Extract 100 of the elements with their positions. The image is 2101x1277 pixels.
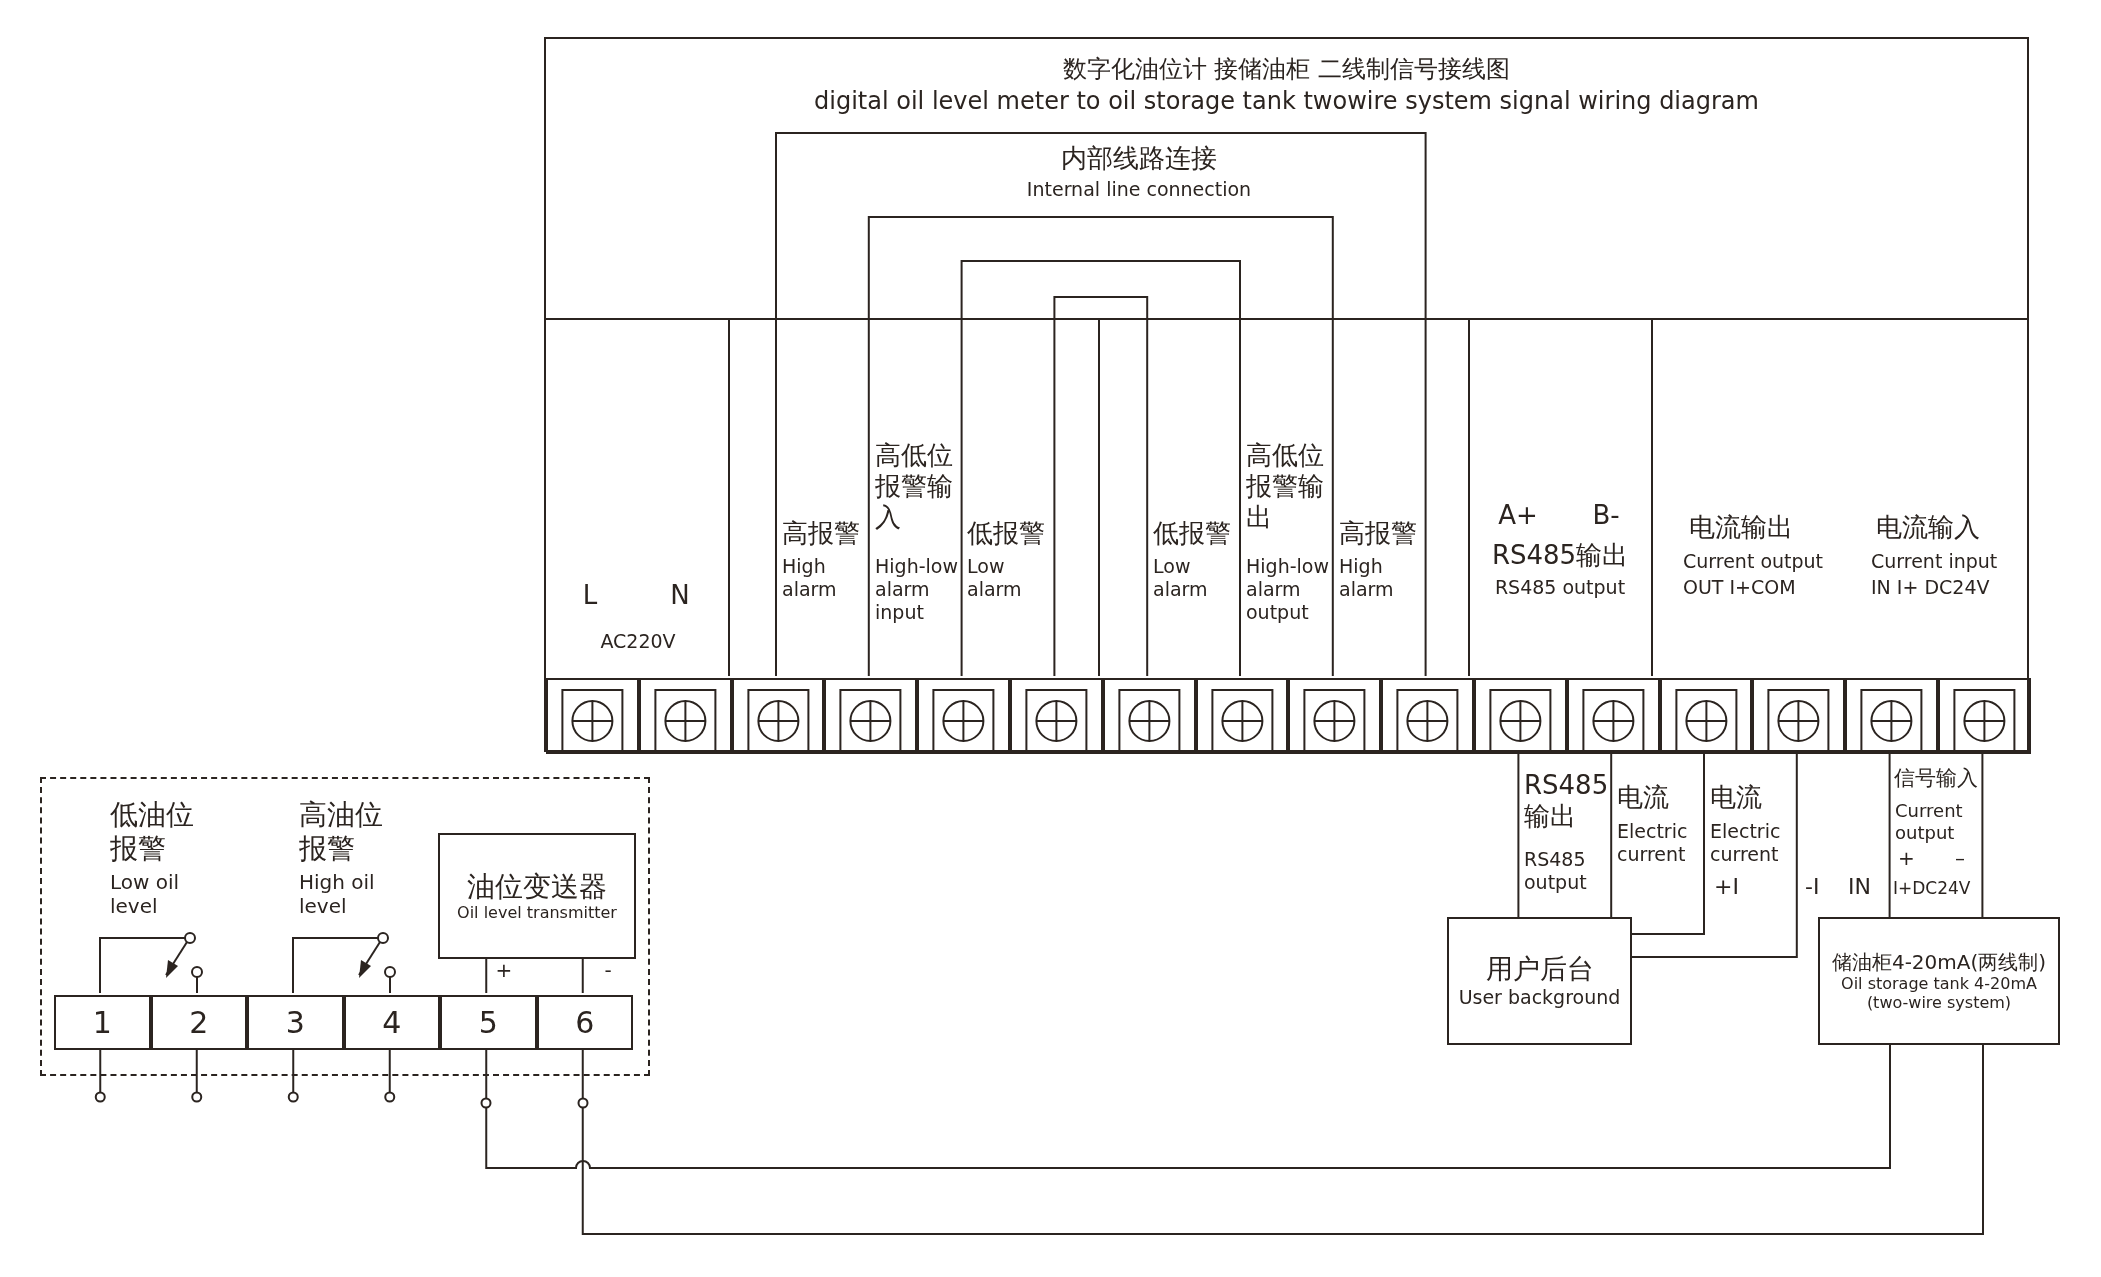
- wire-label: 信号输入: [1894, 766, 1979, 792]
- terminal-label: OUT I+COM: [1683, 576, 1797, 599]
- wire: [1053, 296, 1149, 677]
- wire: [775, 132, 1427, 677]
- wire: [1631, 751, 1798, 958]
- wire: [384, 1047, 396, 1103]
- screw-terminal: [1938, 678, 2031, 754]
- wire-label: I+DC24V: [1893, 878, 1972, 899]
- wire-label: Electric current: [1710, 820, 1782, 866]
- screw-terminal: [1288, 678, 1382, 754]
- terminal-label: High-low alarm input: [875, 555, 959, 624]
- section-heading: 内部线路连接: [1060, 143, 1218, 175]
- terminal-label: IN I+ DC24V: [1871, 576, 1991, 599]
- screw-terminal: [1752, 678, 1846, 754]
- wire: [1517, 751, 1520, 918]
- terminal-cell: [247, 995, 344, 1050]
- wire-label: 电流: [1710, 782, 1763, 814]
- terminal-label: 高低位报警输入: [875, 440, 954, 534]
- screw-terminal: [1566, 678, 1660, 754]
- device-box: [1818, 917, 2060, 1045]
- terminal-cell: [343, 995, 440, 1050]
- wire: [287, 1047, 299, 1103]
- switch-label: High oil level: [299, 870, 376, 918]
- terminal-label: N: [669, 580, 691, 612]
- box-label: User background: [1457, 985, 1622, 1009]
- dashed-enclosure: [40, 777, 650, 1076]
- box-label: 2: [188, 1004, 210, 1041]
- wire-label: +I: [1714, 874, 1740, 901]
- transmitter-box: [438, 833, 636, 959]
- screw-terminal: [1845, 678, 1938, 754]
- wire: [485, 1044, 1891, 1169]
- screw-terminal: [917, 678, 1010, 754]
- terminal-label: 电流输入: [1875, 512, 1981, 544]
- screw-terminal: [824, 678, 918, 754]
- wire: [1981, 751, 1984, 918]
- terminal-cell: [150, 995, 247, 1050]
- wire-label: Current output: [1895, 800, 1964, 844]
- wire: [191, 1047, 203, 1103]
- polarity-label: +: [494, 958, 514, 982]
- terminal-label: Current input: [1871, 550, 1999, 573]
- wire: [485, 956, 488, 994]
- terminal-label: 高报警: [782, 518, 861, 550]
- terminal-label: High alarm: [1339, 555, 1395, 601]
- screw-terminal: [638, 678, 732, 754]
- screw-terminal: [1195, 678, 1289, 754]
- terminal-label: RS485输出: [1490, 540, 1630, 572]
- section-heading: Internal line connection: [1025, 178, 1253, 201]
- terminal-label: A+: [1497, 500, 1539, 532]
- device-box: [1447, 917, 1632, 1045]
- wire: [1888, 751, 1891, 918]
- screw-terminal: [1474, 678, 1567, 754]
- wire: [1610, 751, 1613, 918]
- wire: [960, 260, 1241, 677]
- terminal-label: Low alarm: [967, 555, 1023, 601]
- terminal-cell: [54, 995, 151, 1050]
- wire-label: 电流: [1617, 782, 1670, 814]
- wire-label: IN: [1848, 874, 1872, 901]
- meter-panel: [544, 37, 2029, 752]
- wire: [581, 1044, 1984, 1235]
- box-label: Oil level transmitter: [456, 903, 618, 923]
- terminal-label: 低报警: [1153, 518, 1232, 550]
- screw-terminal: [1381, 678, 1474, 754]
- screw-terminal: [546, 678, 639, 754]
- wire-label: +: [1898, 846, 1916, 870]
- terminal-label: 高报警: [1339, 518, 1418, 550]
- wire-label: Electric current: [1617, 820, 1689, 866]
- terminal-label: 电流输出: [1688, 512, 1794, 544]
- switch-label: Low oil level: [110, 870, 181, 918]
- wire: [581, 956, 584, 994]
- terminal-cell: [440, 995, 537, 1050]
- screw-terminal: [1010, 678, 1103, 754]
- wire: [1631, 751, 1705, 935]
- box-label: 4: [381, 1004, 403, 1041]
- box-label: 3: [284, 1004, 306, 1041]
- box-label: 6: [574, 1004, 596, 1041]
- terminal-label: AC220V: [599, 630, 677, 653]
- screw-terminal: [731, 678, 825, 754]
- terminal-label: Current output: [1683, 550, 1825, 573]
- box-label: 1: [91, 1004, 113, 1041]
- box-label: 5: [477, 1004, 499, 1041]
- switch-label: 高油位报警: [299, 798, 384, 866]
- terminal-label: RS485 output: [1493, 576, 1627, 599]
- wire-label: RS485 output: [1524, 848, 1588, 894]
- switch-label: 低油位报警: [110, 798, 195, 866]
- terminal-label: 高低位报警输出: [1246, 440, 1325, 534]
- terminal-label: High alarm: [782, 555, 838, 601]
- polarity-label: -: [603, 958, 613, 982]
- terminal-label: Low alarm: [1153, 555, 1209, 601]
- wire: [867, 216, 1334, 677]
- panel-title: 数字化油位计 接储油柜 二线制信号接线图: [1061, 54, 1512, 85]
- box-label: 储油柜4-20mA(两线制): [1830, 949, 2048, 974]
- terminal-cell: [536, 995, 633, 1050]
- screw-terminal: [1102, 678, 1196, 754]
- panel-title: digital oil level meter to oil storage tank twowire system signal wiring diagram: [813, 87, 1760, 115]
- box-label: Oil storage tank 4-20mA (two-wire system): [1840, 973, 2038, 1013]
- wire-label: –: [1955, 846, 1966, 870]
- box-label: 用户后台: [1484, 953, 1595, 986]
- screw-terminal: [1659, 678, 1753, 754]
- terminal-label: 低报警: [967, 518, 1046, 550]
- terminal-label: High-low alarm output: [1246, 555, 1330, 624]
